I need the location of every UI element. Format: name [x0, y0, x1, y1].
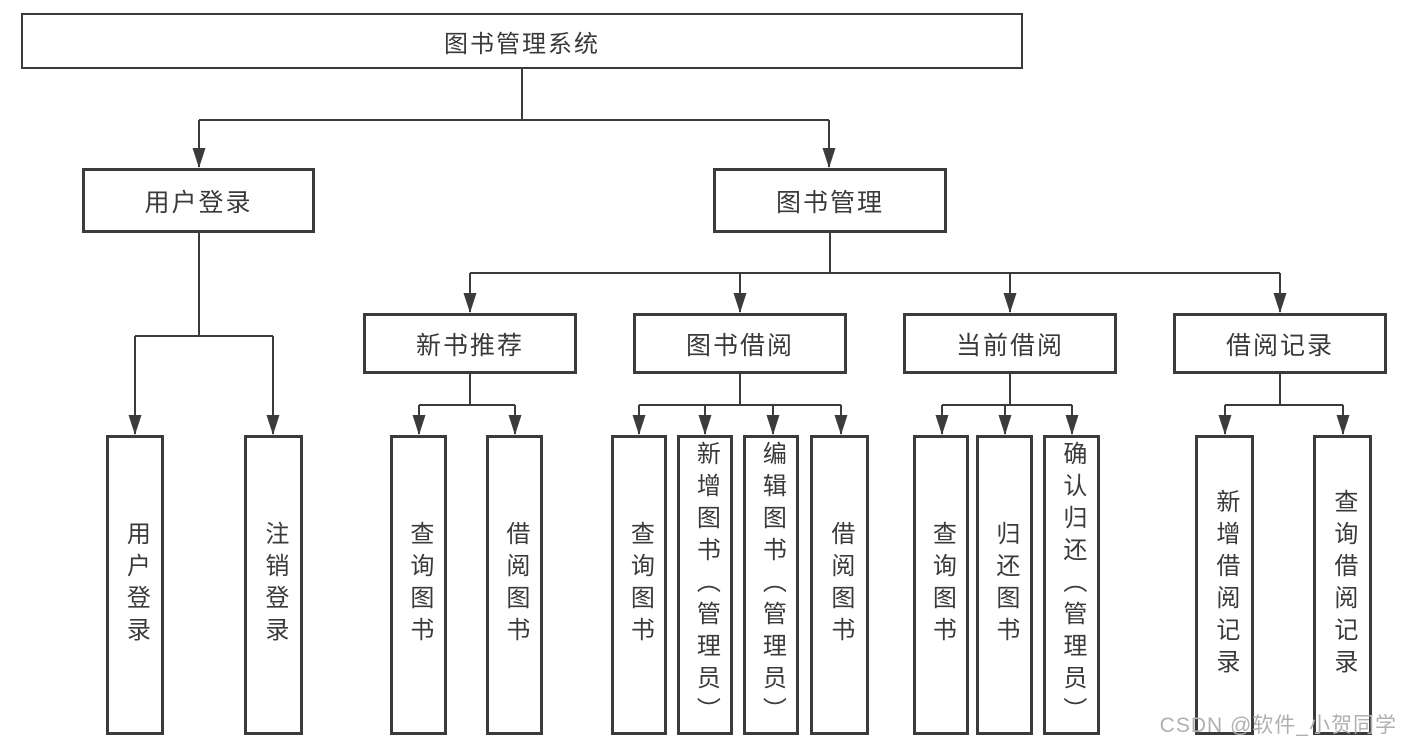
leaf-query-books-recommend: 查询图书	[390, 435, 447, 735]
node-label: 借阅图书	[501, 521, 529, 649]
node-label: 用户登录	[144, 188, 253, 217]
leaf-borrow-books-recommend: 借阅图书	[486, 435, 543, 735]
leaf-add-books-admin: 新增图书（管理员）	[677, 435, 733, 735]
node-label: 图书管理系统	[444, 30, 600, 58]
node-label: 查询图书	[405, 521, 433, 649]
node-label: 查询图书	[928, 521, 956, 649]
node-label: 查询借阅记录	[1329, 489, 1357, 681]
node-new-book-recommendation: 新书推荐	[363, 313, 577, 374]
leaf-query-books-current: 查询图书	[913, 435, 969, 735]
node-label: 归还图书	[991, 521, 1019, 649]
node-label: 编辑图书（管理员）	[758, 441, 786, 729]
node-book-borrowing: 图书借阅	[633, 313, 847, 374]
node-label: 图书借阅	[685, 331, 794, 360]
node-label: 图书管理	[775, 188, 884, 217]
leaf-borrow-books: 借阅图书	[810, 435, 869, 735]
node-label: 借阅记录	[1225, 331, 1334, 360]
leaf-return-books: 归还图书	[976, 435, 1033, 735]
leaf-query-books-borrow: 查询图书	[611, 435, 667, 735]
leaf-query-borrow-record: 查询借阅记录	[1313, 435, 1372, 735]
leaf-confirm-return-admin: 确认归还（管理员）	[1043, 435, 1100, 735]
leaf-add-borrow-record: 新增借阅记录	[1195, 435, 1254, 735]
node-library-management-system: 图书管理系统	[21, 13, 1023, 69]
node-label: 新增图书（管理员）	[692, 441, 720, 729]
connector-trunk-lines	[135, 68, 1343, 406]
leaf-edit-books-admin: 编辑图书（管理员）	[743, 435, 799, 735]
leaf-logout-login: 注销登录	[244, 435, 303, 735]
node-current-borrowing: 当前借阅	[903, 313, 1117, 374]
arrow-down-icon	[128, 120, 1350, 435]
leaf-user-login: 用户登录	[106, 435, 164, 735]
node-label: 新书推荐	[415, 331, 524, 360]
node-label: 确认归还（管理员）	[1058, 441, 1086, 729]
node-user-login: 用户登录	[82, 168, 315, 233]
node-label: 用户登录	[122, 521, 150, 649]
node-borrowing-records: 借阅记录	[1173, 313, 1387, 374]
node-label: 借阅图书	[826, 521, 854, 649]
node-label: 注销登录	[260, 521, 288, 649]
node-label: 当前借阅	[955, 331, 1064, 360]
csdn-watermark: CSDN @软件_小贺同学	[1159, 714, 1397, 737]
node-label: 新增借阅记录	[1211, 489, 1239, 681]
node-book-management: 图书管理	[713, 168, 947, 233]
node-label: 查询图书	[626, 521, 654, 649]
